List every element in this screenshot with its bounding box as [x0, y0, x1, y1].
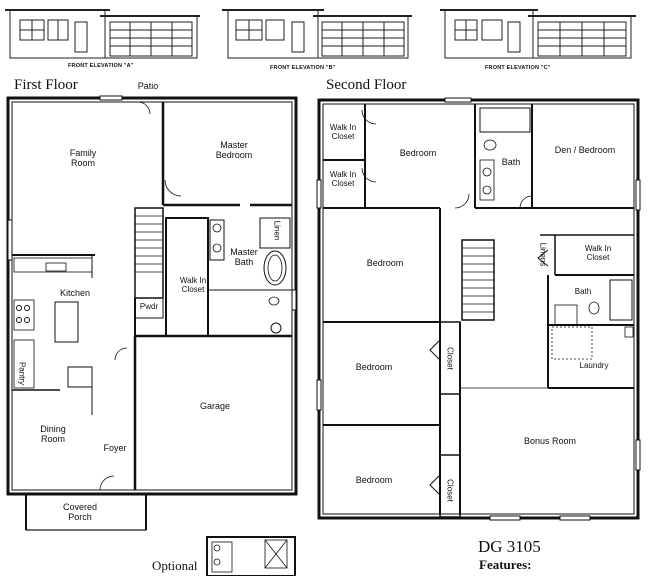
bedroom-top-label: Bedroom — [399, 148, 437, 158]
model-number: DG 3105 — [478, 537, 541, 556]
second-floor-walls — [316, 97, 641, 521]
elevation-b-caption: FRONT ELEVATION "B" — [270, 65, 336, 71]
elevation-b-drawing — [222, 9, 412, 59]
foyer-label: Foyer — [103, 443, 127, 453]
bath-right-label: Bath — [574, 287, 592, 296]
bedroom-left-label: Bedroom — [355, 362, 393, 372]
walk-in-closet-3-label: Walk In Closet — [584, 244, 612, 262]
master-bath-label: Master Bath — [230, 247, 258, 267]
optional-drawing — [206, 536, 296, 576]
first-floor-title: First Floor — [14, 77, 78, 93]
linen-label: Linen — [272, 220, 282, 241]
pantry-label: Pantry — [17, 361, 27, 386]
bath-top-label: Bath — [501, 157, 521, 167]
powder-label: Pwdr — [139, 302, 159, 311]
walk-in-closet-label: Walk In Closet — [179, 276, 207, 294]
dining-room-label: Dining Room — [40, 424, 66, 444]
features-heading: Features: — [479, 557, 532, 572]
closet-1-label: Closet — [445, 347, 455, 370]
den-bedroom-label: Den / Bedroom — [554, 145, 616, 155]
family-room-label: Family Room — [69, 148, 97, 168]
master-bedroom-label: Master Bedroom — [215, 140, 253, 160]
first-floor-walls — [6, 95, 298, 531]
linens-label: Linens — [538, 242, 548, 267]
second-floor-title: Second Floor — [326, 77, 407, 93]
walk-in-closet-1-label: Walk In Closet — [329, 123, 357, 141]
garage-label: Garage — [199, 401, 231, 411]
elevation-a-caption: FRONT ELEVATION "A" — [68, 63, 134, 69]
optional-label: Optional — [152, 558, 198, 573]
covered-porch-label: Covered Porch — [62, 502, 98, 522]
bedroom-bottom-label: Bedroom — [355, 475, 393, 485]
closet-2-label: Closet — [445, 479, 455, 502]
elevation-c-caption: FRONT ELEVATION "C" — [485, 65, 551, 71]
elevation-c-drawing — [440, 9, 636, 59]
bedroom-mid-label: Bedroom — [366, 258, 404, 268]
walk-in-closet-2-label: Walk In Closet — [329, 170, 357, 188]
elevation-a-drawing — [5, 9, 200, 59]
kitchen-label: Kitchen — [59, 288, 91, 298]
laundry-label: Laundry — [579, 361, 609, 370]
patio-label: Patio — [137, 81, 159, 91]
bonus-room-label: Bonus Room — [523, 436, 577, 446]
